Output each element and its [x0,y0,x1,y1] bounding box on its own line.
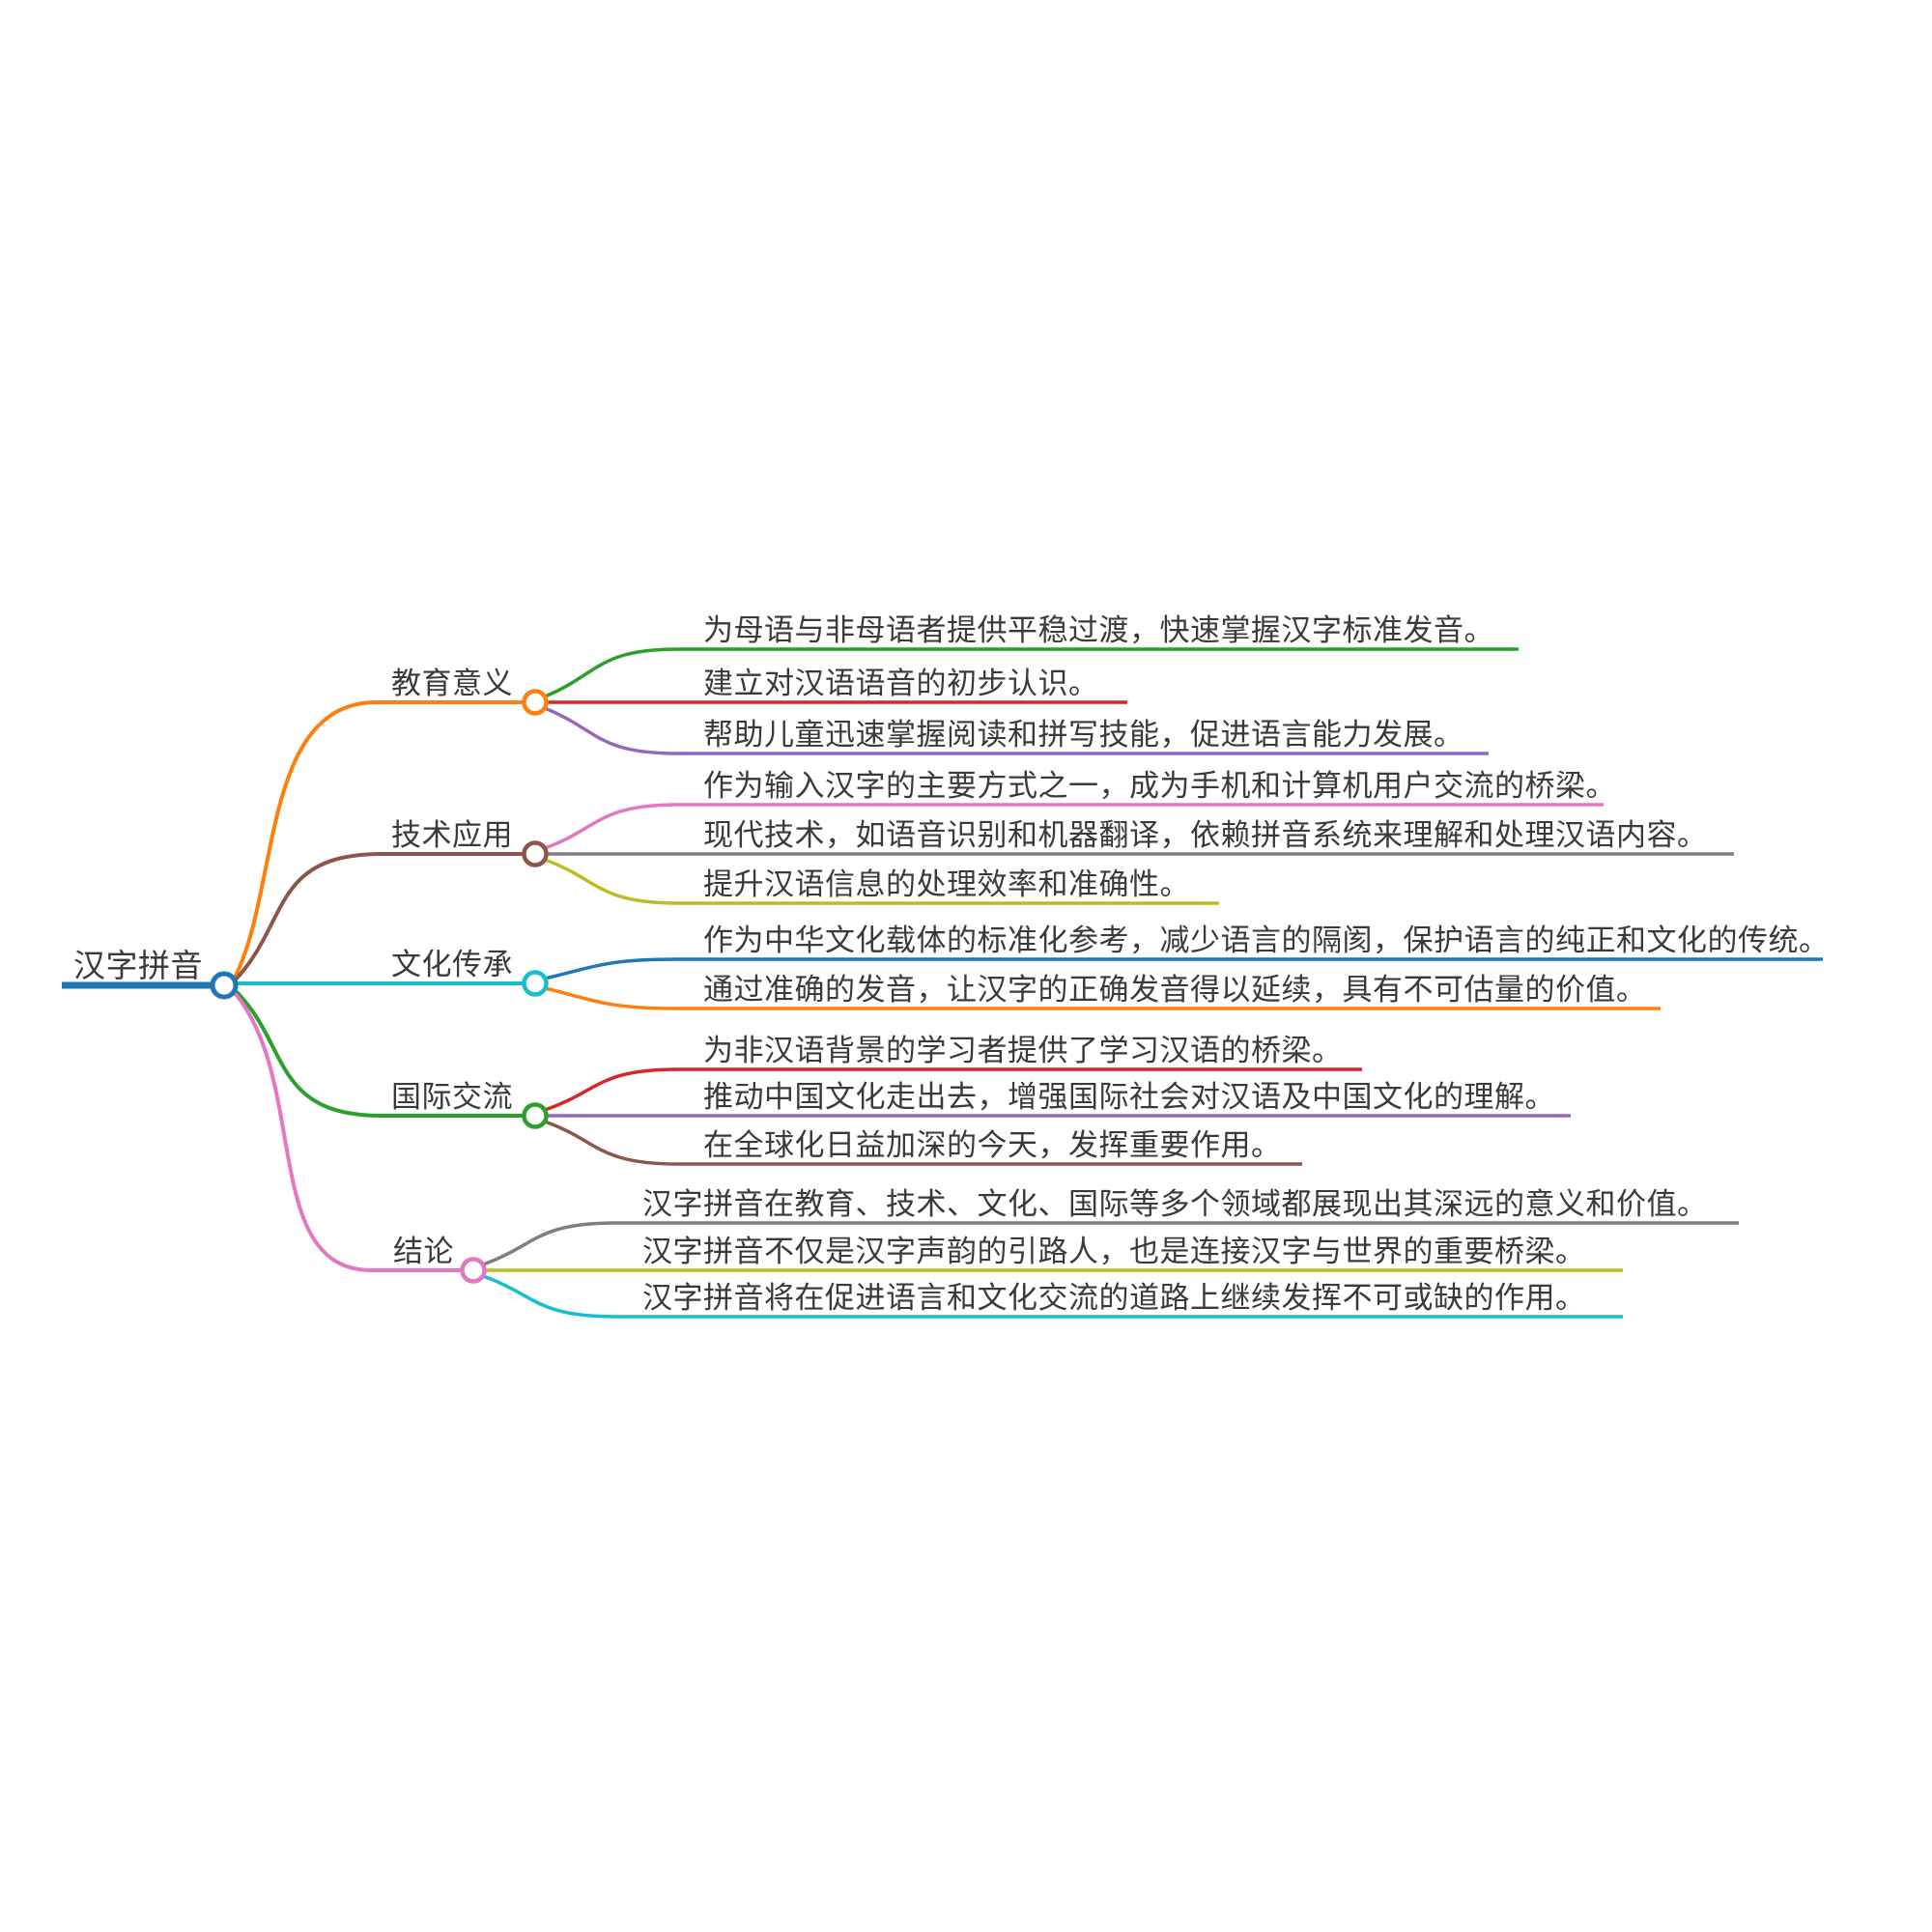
leaf-text-international-0[interactable]: 为非汉语背景的学习者提供了学习汉语的桥梁。 [703,1034,1343,1067]
branch-link-technology [233,852,524,982]
branch-node-circle-technology[interactable] [522,840,549,867]
leaf-text-education-2[interactable]: 帮助儿童迅速掌握阅读和拼写技能，促进语言能力发展。 [703,718,1464,752]
branch-node-circle-international[interactable] [522,1102,549,1129]
branch-node-circle-culture[interactable] [522,970,549,997]
branch-link-international [233,988,524,1118]
leaf-link-culture-1 [544,986,1661,1010]
leaf-text-culture-1[interactable]: 通过准确的发音，让汉字的正确发音得以延续，具有不可估量的价值。 [703,973,1647,1007]
leaf-link-culture-0 [544,957,1823,980]
leaf-text-technology-1[interactable]: 现代技术，如语音识别和机器翻译，依赖拼音系统来理解和处理汉语内容。 [703,818,1708,852]
leaf-text-technology-2[interactable]: 提升汉语信息的处理效率和准确性。 [703,867,1190,901]
leaf-link-conclusion-0 [482,1221,1739,1266]
leaf-link-international-2 [544,1120,1302,1166]
root-node-circle[interactable] [210,971,239,1000]
branch-node-circle-conclusion[interactable] [460,1257,487,1284]
leaf-text-conclusion-2[interactable]: 汉字拼音将在促进语言和文化交流的道路上继续发挥不可或缺的作用。 [642,1281,1586,1315]
leaf-link-conclusion-2 [482,1274,1623,1319]
branch-link-education [233,700,524,979]
branch-label-conclusion[interactable]: 结论 [393,1235,454,1268]
branch-label-education[interactable]: 教育意义 [391,667,513,700]
leaf-text-technology-0[interactable]: 作为输入汉字的主要方式之一，成为手机和计算机用户交流的桥梁。 [703,769,1616,803]
branch-node-circle-education[interactable] [522,689,549,716]
branch-link-conclusion [233,991,462,1272]
leaf-link-education-0 [544,647,1519,698]
leaf-link-technology-0 [544,803,1604,850]
branch-label-culture[interactable]: 文化传承 [391,948,513,981]
leaf-link-international-0 [544,1067,1362,1112]
leaf-link-technology-2 [544,858,1219,905]
branch-label-international[interactable]: 国际交流 [391,1080,513,1114]
leaf-text-conclusion-1[interactable]: 汉字拼音不仅是汉字声韵的引路人，也是连接汉字与世界的重要桥梁。 [642,1235,1586,1268]
branch-label-technology[interactable]: 技术应用 [391,818,513,852]
leaf-text-international-2[interactable]: 在全球化日益加深的今天，发挥重要作用。 [703,1128,1282,1162]
leaf-text-international-1[interactable]: 推动中国文化走出去，增强国际社会对汉语及中国文化的理解。 [703,1080,1555,1114]
leaf-text-education-0[interactable]: 为母语与非母语者提供平稳过渡，快速掌握汉字标准发音。 [703,613,1494,647]
leaf-text-education-1[interactable]: 建立对汉语语音的初步认识。 [703,667,1099,700]
root-node-label[interactable]: 汉字拼音 [73,948,203,983]
leaf-text-culture-0[interactable]: 作为中华文化载体的标准化参考，减少语言的隔阂，保护语言的纯正和文化的传统。 [703,923,1830,957]
leaf-text-conclusion-0[interactable]: 汉字拼音在教育、技术、文化、国际等多个领域都展现出其深远的意义和价值。 [642,1187,1708,1221]
leaf-link-education-2 [544,706,1489,755]
